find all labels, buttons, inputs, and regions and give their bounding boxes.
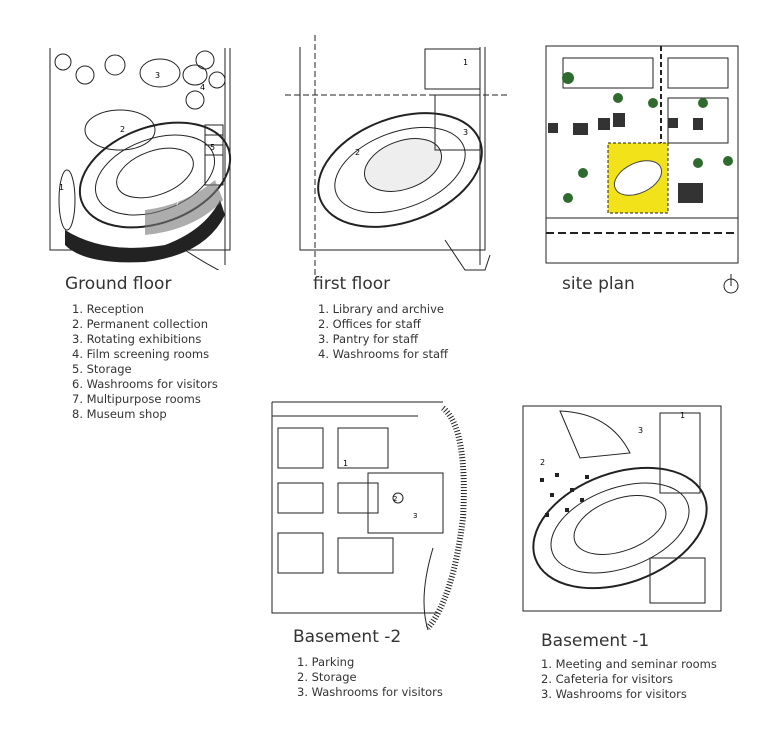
basement-2-legend: 1. Parking 2. Storage 3. Washrooms for v… [297,655,443,700]
ground-floor-title: Ground floor [65,274,172,294]
basement-2-title: Basement -2 [293,627,402,647]
legend-item: 6. Washrooms for visitors [72,377,218,391]
basement-2-plan: 1 2 3 [271,401,467,630]
plan-label: 1 [343,459,348,468]
plan-label: 3 [463,128,468,137]
basement-1-legend: 1. Meeting and seminar rooms 2. Cafeteri… [541,657,717,702]
plan-label: 2 [540,458,545,467]
legend-item: 2. Offices for staff [318,317,421,331]
ground-floor-plan: 3 2 1 4 5 7 [49,48,232,270]
basement-1-plan: 1 2 3 [522,405,722,612]
legend-item: 1. Reception [72,302,144,316]
site-plan [545,45,739,264]
first-floor-title: first floor [313,274,391,294]
legend-item: 1. Parking [297,655,355,669]
basement-1-title: Basement -1 [541,631,650,651]
legend-item: 7. Multipurpose rooms [72,392,201,406]
legend-item: 2. Cafeteria for visitors [541,672,673,686]
plan-label: 4 [200,83,205,92]
plan-label: 1 [59,183,64,192]
legend-item: 4. Washrooms for staff [318,347,448,361]
site-plan-title: site plan [562,274,635,294]
legend-item: 3. Pantry for staff [318,332,419,346]
legend-item: 4. Film screening rooms [72,347,210,361]
plan-label: 2 [393,495,397,503]
legend-item: 3. Washrooms for visitors [541,687,687,701]
plan-label: 3 [155,71,160,80]
first-floor-plan: 1 2 3 [285,35,510,275]
north-arrow-icon [723,274,739,294]
plan-label: 3 [413,512,417,520]
legend-item: 2. Permanent collection [72,317,208,331]
legend-item: 3. Washrooms for visitors [297,685,443,699]
plan-label: 1 [463,58,468,67]
plan-label: 1 [680,411,685,420]
plan-label: 2 [120,125,125,134]
plan-label: 7 [175,198,180,207]
plan-label: 2 [355,148,360,157]
plan-label: 5 [210,143,215,152]
legend-item: 1. Meeting and seminar rooms [541,657,717,671]
legend-item: 2. Storage [297,670,357,684]
plan-label: 3 [638,426,643,435]
ground-floor-legend: 1. Reception 2. Permanent collection 3. … [72,302,218,422]
legend-item: 8. Museum shop [72,407,167,421]
first-floor-legend: 1. Library and archive 2. Offices for st… [318,302,448,362]
legend-item: 1. Library and archive [318,302,444,316]
legend-item: 3. Rotating exhibitions [72,332,202,346]
legend-item: 5. Storage [72,362,132,376]
